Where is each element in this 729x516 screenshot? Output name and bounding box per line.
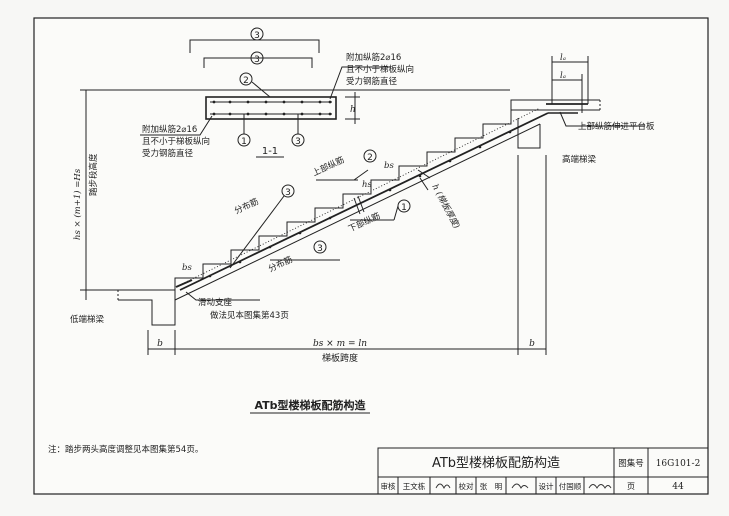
dim-b-left: b xyxy=(157,339,163,349)
dim-b-right: b xyxy=(529,339,535,349)
section-title: 1-1 xyxy=(262,146,278,157)
label-slide-2: 做法见本图集第43页 xyxy=(210,310,289,321)
title-block xyxy=(377,447,709,495)
step-profile xyxy=(174,109,540,290)
top-note-line-1: 附加纵筋2⌀16 xyxy=(346,52,401,63)
section-callout-1: 1 xyxy=(241,137,247,147)
section-1-1 xyxy=(140,27,390,158)
left-note-line-3: 受力钢筋直径 xyxy=(142,148,194,159)
distribution-rebar-dots xyxy=(208,130,512,278)
reviewer-name: 王文栋 xyxy=(403,481,426,491)
dim-bs-bottom: bs xyxy=(182,263,192,273)
dim-la-1: lₐ xyxy=(560,53,566,63)
callout-lower-1: 1 xyxy=(401,203,407,213)
design-label: 设计 xyxy=(539,481,554,491)
footnote: 注：踏步两头高度调整见本图集第54页。 xyxy=(48,444,203,455)
checker-name: 张 明 xyxy=(480,482,503,491)
left-note-line-2: 且不小于梯板纵向 xyxy=(142,136,210,147)
label-low-beam: 低端梯梁 xyxy=(70,314,105,325)
section-callout-3c: 3 xyxy=(295,137,301,147)
callout-upper-2: 2 xyxy=(367,153,373,163)
section-rebar-dots xyxy=(212,100,332,116)
drawing-caption: ATb型楼梯板配筋构造 xyxy=(254,398,366,412)
drawing-frame xyxy=(33,17,709,495)
designer-name: 付国顺 xyxy=(559,481,582,491)
label-upper-extend: 上部纵筋伸进平台板 xyxy=(578,121,655,132)
label-stair-height: 踏步段高度 xyxy=(88,153,99,196)
top-note-line-2: 且不小于梯板纵向 xyxy=(346,64,414,75)
callout-dist-3a: 3 xyxy=(285,188,291,198)
section-callout-2: 2 xyxy=(243,76,249,86)
section-dim-h: h xyxy=(350,105,356,115)
review-label: 审核 xyxy=(381,481,396,491)
page-label: 页 xyxy=(627,482,635,491)
top-note-line-3: 受力钢筋直径 xyxy=(346,76,398,87)
atlas-value: 16G101-2 xyxy=(656,459,701,469)
atlas-label: 图集号 xyxy=(618,458,644,469)
dim-la-2: lₐ xyxy=(560,71,566,81)
signatures xyxy=(435,483,612,490)
label-slide-1: 滑动支座 xyxy=(198,297,233,308)
stair-elevation xyxy=(80,56,645,355)
left-note-line-1: 附加纵筋2⌀16 xyxy=(142,124,197,135)
check-label: 校对 xyxy=(459,481,474,491)
label-stair-height-formula: hs × (m+1) =Hs xyxy=(72,168,83,240)
label-span-formula: bs × m = ln xyxy=(313,339,367,349)
dim-bs-top: bs xyxy=(384,161,394,171)
label-span: 梯板跨度 xyxy=(322,352,358,364)
section-callout-3b: 3 xyxy=(254,55,260,65)
title-block-title: ATb型楼梯板配筋构造 xyxy=(432,455,560,471)
dim-hs: hs xyxy=(362,180,372,190)
section-callout-3a: 3 xyxy=(254,31,260,41)
page-number: 44 xyxy=(672,482,684,492)
elevation-callouts xyxy=(281,149,411,254)
callout-dist-3b: 3 xyxy=(317,244,323,254)
label-high-beam: 高端梯梁 xyxy=(562,154,597,165)
